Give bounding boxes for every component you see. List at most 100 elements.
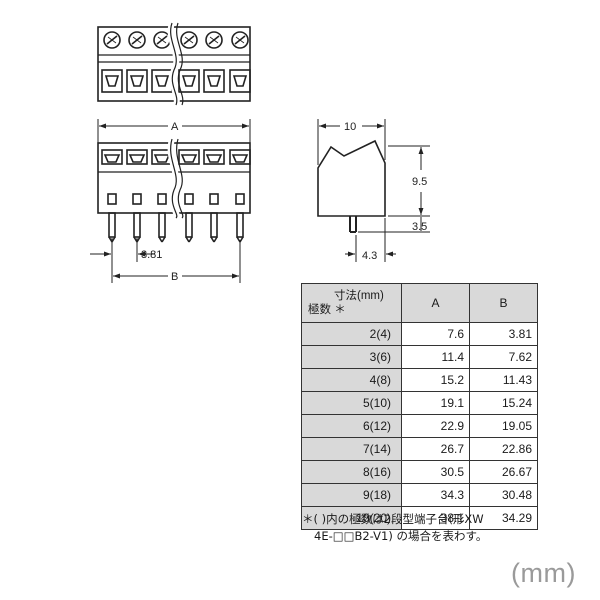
front-slot [203, 149, 225, 165]
pin-window [209, 193, 219, 205]
wire-socket [178, 69, 200, 93]
header-poles-label: 極数 ＊ [308, 304, 346, 316]
value-a-cell: 34.3 [401, 483, 470, 507]
pin-window [107, 193, 117, 205]
unit-label: (mm) [511, 558, 576, 588]
pin-window [157, 193, 167, 205]
pole-count-cell: 3(6) [301, 345, 402, 369]
pin-window [235, 193, 245, 205]
footnote-line-1: ＊( )内の極数は2段型端子台(形XW [302, 512, 484, 526]
front-slot-row [101, 149, 251, 165]
front-slot [126, 149, 148, 165]
wire-socket-inner [206, 75, 222, 87]
pin-tip [161, 236, 166, 243]
pole-count-cell: 8(16) [301, 460, 402, 484]
front-slot-inner [153, 154, 171, 163]
value-b-cell: 7.62 [469, 345, 538, 369]
screw-head-icon [231, 31, 249, 49]
wire-socket [203, 69, 225, 93]
pin [158, 212, 166, 238]
screw-head-icon [205, 31, 223, 49]
dimension-width-label: 10 [344, 121, 356, 133]
wire-socket-inner [104, 75, 120, 87]
value-a-cell: 30.5 [401, 460, 470, 484]
wire-socket-inner [154, 75, 170, 87]
wire-socket [229, 69, 251, 93]
screw-head-icon [128, 31, 146, 49]
screw-slot-cross [132, 36, 142, 44]
value-a-cell: 26.7 [401, 437, 470, 461]
front-slot-inner [103, 154, 121, 163]
pin [236, 212, 244, 238]
front-slot [178, 149, 200, 165]
value-b-cell: 34.29 [469, 506, 538, 530]
dimension-b [111, 240, 241, 283]
value-b-cell: 15.24 [469, 391, 538, 415]
dimension-pitch [90, 238, 155, 262]
value-b-cell: 3.81 [469, 322, 538, 346]
value-a-cell: 19.1 [401, 391, 470, 415]
front-slot-inner [180, 154, 198, 163]
value-b-cell: 11.43 [469, 368, 538, 392]
front-slot-inner [205, 154, 223, 163]
screw-slot-cross [107, 36, 117, 44]
value-b-cell: 22.86 [469, 437, 538, 461]
value-a-cell: 22.9 [401, 414, 470, 438]
pole-count-cell: 6(12) [301, 414, 402, 438]
side-dimensions [317, 119, 430, 262]
table-header-a: A [401, 283, 470, 323]
top-view [97, 22, 251, 107]
dimension-pitch-label: 3.81 [141, 249, 162, 261]
screw-slot-cross [209, 36, 219, 44]
pole-count-cell: 5(10) [301, 391, 402, 415]
wire-socket-inner [181, 75, 197, 87]
dimension-height-label: 9.5 [412, 176, 427, 188]
value-a-cell: 15.2 [401, 368, 470, 392]
table-header-poles: 寸法(mm) 極数 ＊ [301, 283, 402, 323]
pole-count-cell: 2(4) [301, 322, 402, 346]
front-slot [101, 149, 123, 165]
screw-head-icon [180, 31, 198, 49]
pole-count-cell: 7(14) [301, 437, 402, 461]
pole-count-cell: 10(20) [301, 506, 402, 530]
side-view [317, 139, 386, 233]
pin-tip [158, 236, 163, 243]
pin-tip [213, 236, 218, 243]
value-b-cell: 30.48 [469, 483, 538, 507]
pin-window [132, 193, 142, 205]
wire-socket-row [101, 69, 251, 93]
header-size-label: 寸法(mm) [334, 290, 384, 302]
pin-tip [210, 236, 215, 243]
value-a-cell: 7.6 [401, 322, 470, 346]
screw-slot-cross [184, 36, 194, 44]
wire-socket [126, 69, 148, 93]
screw-slot-cross [235, 36, 245, 44]
dimension-a-label: A [171, 121, 179, 133]
front-view [97, 138, 251, 243]
dimension-pin-offset-label: 4.3 [362, 250, 377, 262]
screw-slot-cross [157, 36, 167, 44]
dimension-b-label: B [171, 271, 178, 283]
front-slot [229, 149, 251, 165]
value-a-cell: 11.4 [401, 345, 470, 369]
pin [133, 212, 141, 238]
value-b-cell: 19.05 [469, 414, 538, 438]
screw-head-icon [103, 31, 121, 49]
value-a-cell: 38.1 [401, 506, 470, 530]
wire-socket-inner [232, 75, 248, 87]
pin-tip [185, 236, 190, 243]
dimension-pin-length-label: 3.5 [412, 221, 427, 233]
pin [185, 212, 193, 238]
pole-count-cell: 4(8) [301, 368, 402, 392]
wire-socket [101, 69, 123, 93]
pin-tip [188, 236, 193, 243]
